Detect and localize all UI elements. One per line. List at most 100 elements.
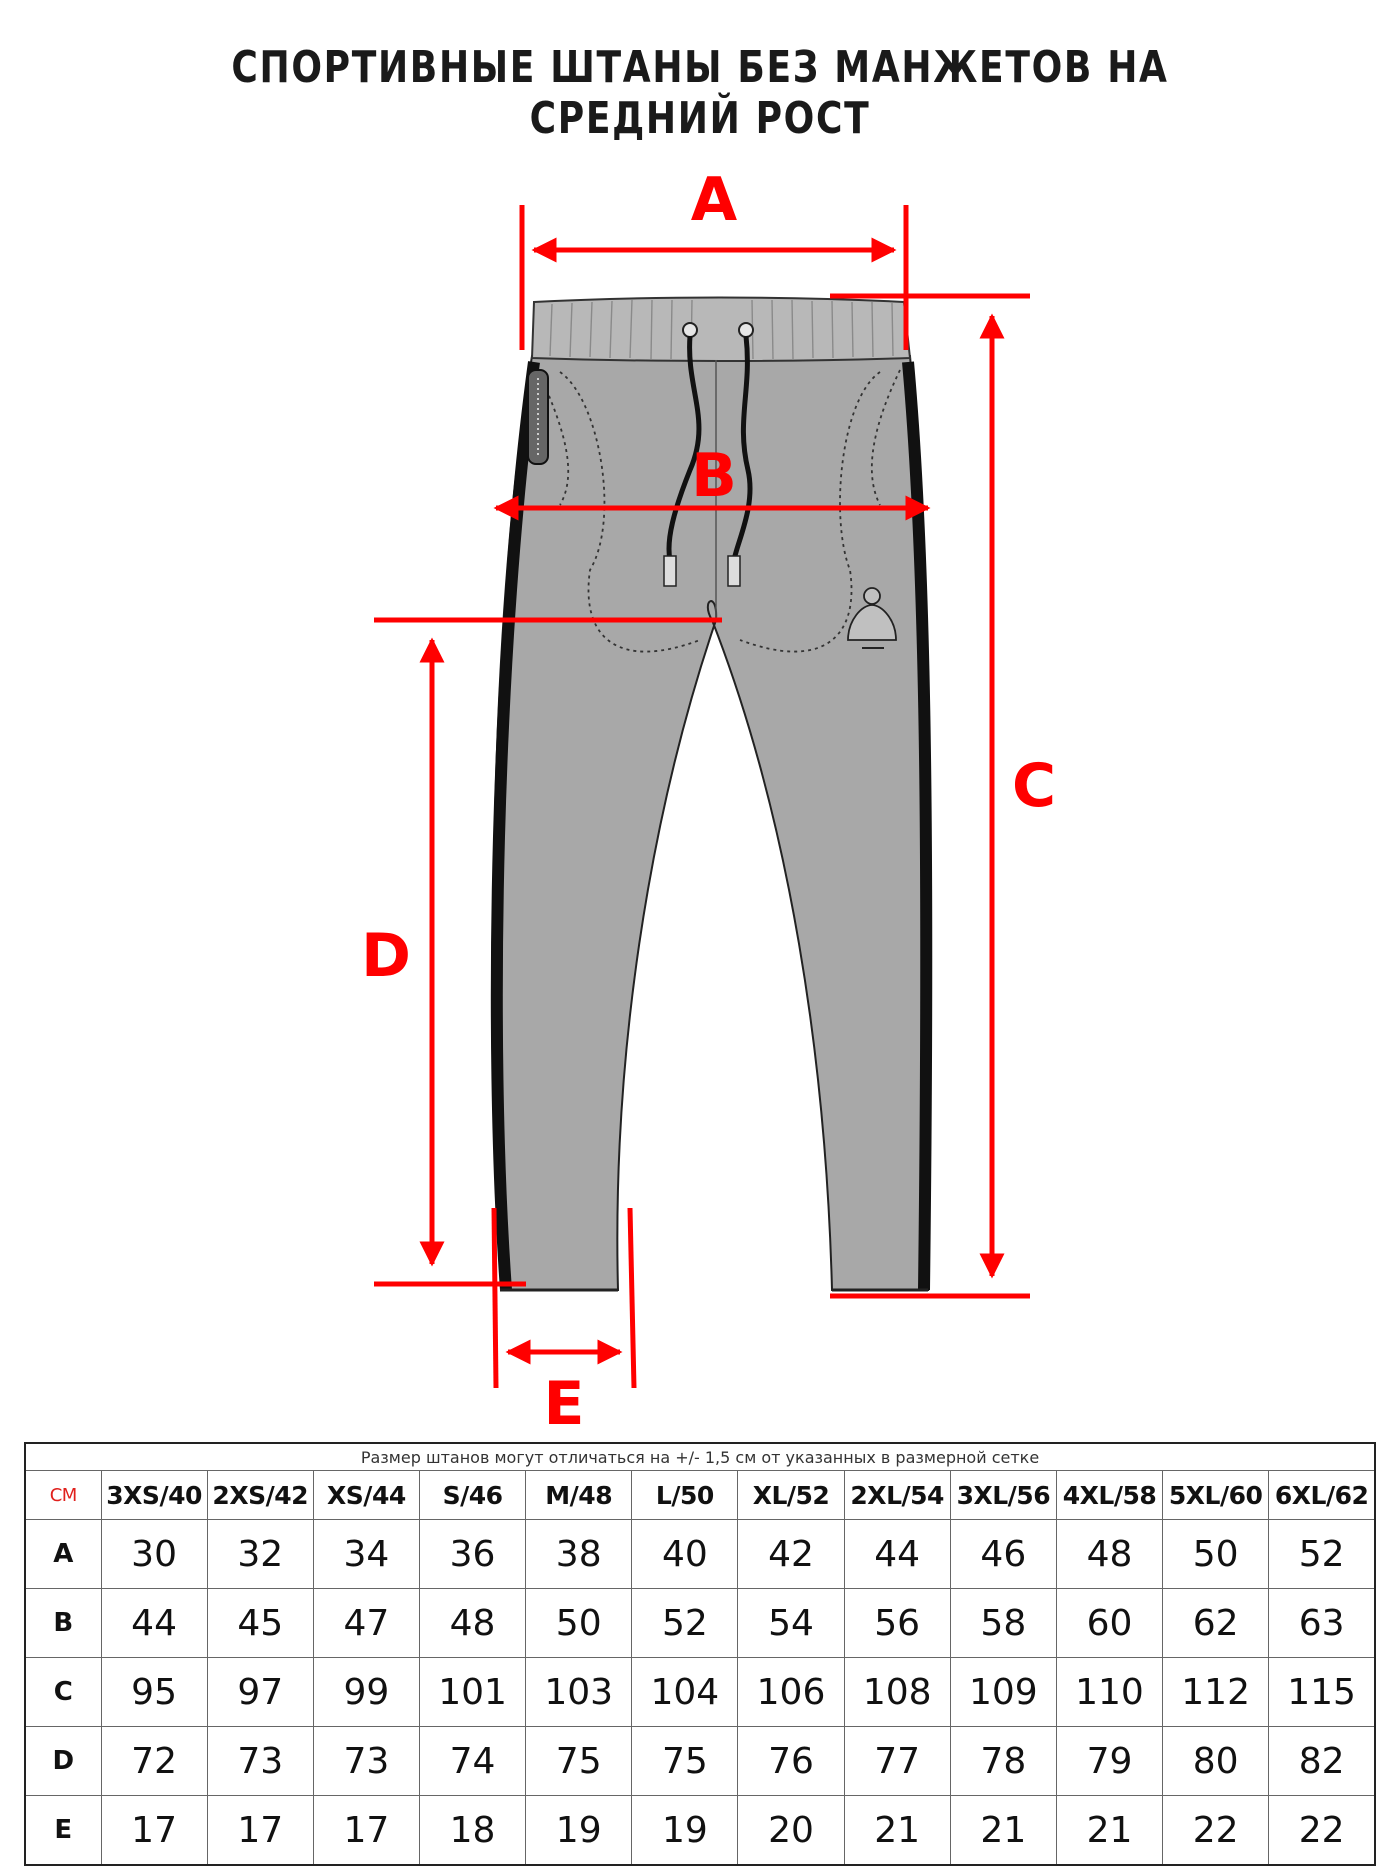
measurement-value-cell: 62 xyxy=(1162,1588,1270,1658)
measurement-value-cell: 34 xyxy=(312,1519,420,1589)
measurement-value-cell: 104 xyxy=(631,1657,739,1727)
measurement-value-cell: 17 xyxy=(100,1795,208,1866)
measurement-value-cell: 80 xyxy=(1162,1726,1270,1796)
measurement-value-cell: 56 xyxy=(843,1588,951,1658)
measurement-row-label: B xyxy=(24,1588,102,1658)
measure-d-label: D xyxy=(361,921,411,991)
measurement-value-cell: 58 xyxy=(949,1588,1057,1658)
right-drawcord xyxy=(731,335,753,561)
measurement-value-cell: 42 xyxy=(737,1519,845,1589)
measurement-value-cell: 52 xyxy=(631,1588,739,1658)
measurement-value-cell: 109 xyxy=(949,1657,1057,1727)
measure-e-left-guide xyxy=(491,1207,499,1389)
measure-b-label: B xyxy=(691,441,737,511)
size-header-cell: S/46 xyxy=(418,1470,527,1520)
measurement-value-cell: 30 xyxy=(100,1519,208,1589)
measurement-value-cell: 17 xyxy=(312,1795,420,1866)
measurement-value-cell: 22 xyxy=(1268,1795,1376,1866)
brand-emblem xyxy=(847,587,897,649)
left-pocket-bag xyxy=(559,371,701,653)
measurement-value-cell: 20 xyxy=(737,1795,845,1866)
right-grommet xyxy=(738,322,754,338)
left-cord-tip xyxy=(663,555,677,587)
right-cord-tip xyxy=(727,555,741,587)
left-side-stripe xyxy=(490,361,540,1291)
waistband xyxy=(530,296,912,362)
size-header-cell: 2XL/54 xyxy=(843,1470,951,1520)
waistband-ribs xyxy=(549,299,894,360)
measure-e-label: E xyxy=(544,1369,585,1439)
measure-c-label: C xyxy=(1012,751,1056,821)
size-header-cell: XS/44 xyxy=(312,1470,420,1520)
right-side-stripe xyxy=(902,361,933,1291)
measurement-value-cell: 44 xyxy=(100,1588,208,1658)
measurement-value-cell: 36 xyxy=(418,1519,527,1589)
measurement-value-cell: 75 xyxy=(525,1726,633,1796)
measurement-value-cell: 19 xyxy=(631,1795,739,1866)
measurement-value-cell: 79 xyxy=(1055,1726,1164,1796)
measurement-value-cell: 82 xyxy=(1268,1726,1376,1796)
measurement-value-cell: 54 xyxy=(737,1588,845,1658)
measurement-value-cell: 97 xyxy=(206,1657,314,1727)
zip-pocket xyxy=(527,369,549,465)
size-header-cell: 3XS/40 xyxy=(100,1470,208,1520)
measurement-value-cell: 32 xyxy=(206,1519,314,1589)
measurement-value-cell: 73 xyxy=(312,1726,420,1796)
measurement-value-cell: 19 xyxy=(525,1795,633,1866)
left-drawcord xyxy=(666,335,702,561)
measurement-value-cell: 21 xyxy=(1055,1795,1164,1866)
measurement-row-label: C xyxy=(24,1657,102,1727)
size-table: Размер штанов могут отличаться на +/- 1,… xyxy=(24,1442,1376,1866)
measurement-value-cell: 75 xyxy=(631,1726,739,1796)
measurement-value-cell: 73 xyxy=(206,1726,314,1796)
unit-header-cell: СМ xyxy=(24,1470,102,1520)
measurement-value-cell: 99 xyxy=(312,1657,420,1727)
pants-measurement-diagram: A B C D E xyxy=(361,165,1056,1439)
measurement-value-cell: 22 xyxy=(1162,1795,1270,1866)
size-table-note-row: Размер штанов могут отличаться на +/- 1,… xyxy=(24,1442,1376,1471)
size-header-cell: 3XL/56 xyxy=(949,1470,1057,1520)
measurement-value-cell: 112 xyxy=(1162,1657,1270,1727)
left-pocket-opening xyxy=(537,369,570,506)
measurement-value-cell: 40 xyxy=(631,1519,739,1589)
measurement-row-label: D xyxy=(24,1726,102,1796)
right-pocket-bag xyxy=(739,371,881,653)
measurement-row-label: E xyxy=(24,1795,102,1866)
measurement-value-cell: 21 xyxy=(949,1795,1057,1866)
measurement-value-cell: 115 xyxy=(1268,1657,1376,1727)
page-title: СПОРТИВНЫЕ ШТАНЫ БЕЗ МАНЖЕТОВ НА СРЕДНИЙ… xyxy=(231,42,1169,144)
measurement-value-cell: 60 xyxy=(1055,1588,1164,1658)
right-pocket-opening xyxy=(870,369,901,506)
measurement-value-cell: 106 xyxy=(737,1657,845,1727)
measurement-value-cell: 78 xyxy=(949,1726,1057,1796)
measurement-value-cell: 44 xyxy=(843,1519,951,1589)
measurement-value-cell: 101 xyxy=(418,1657,527,1727)
measurement-value-cell: 48 xyxy=(418,1588,527,1658)
measurement-value-cell: 50 xyxy=(525,1588,633,1658)
size-header-cell: 2XS/42 xyxy=(206,1470,314,1520)
measurement-value-cell: 38 xyxy=(525,1519,633,1589)
measurement-value-cell: 72 xyxy=(100,1726,208,1796)
measurement-value-cell: 103 xyxy=(525,1657,633,1727)
measurement-value-cell: 110 xyxy=(1055,1657,1164,1727)
size-header-cell: 6XL/62 xyxy=(1268,1470,1376,1520)
size-header-cell: 4XL/58 xyxy=(1055,1470,1164,1520)
measurement-value-cell: 48 xyxy=(1055,1519,1164,1589)
measurement-value-cell: 18 xyxy=(418,1795,527,1866)
left-grommet xyxy=(682,322,698,338)
measurement-row-label: A xyxy=(24,1519,102,1589)
measurement-value-cell: 21 xyxy=(843,1795,951,1866)
measurement-value-cell: 17 xyxy=(206,1795,314,1866)
size-header-cell: M/48 xyxy=(525,1470,633,1520)
measurement-value-cell: 50 xyxy=(1162,1519,1270,1589)
measurement-value-cell: 76 xyxy=(737,1726,845,1796)
measurement-lines xyxy=(374,205,1030,1389)
size-header-cell: L/50 xyxy=(631,1470,739,1520)
measurement-value-cell: 77 xyxy=(843,1726,951,1796)
measurement-value-cell: 47 xyxy=(312,1588,420,1658)
